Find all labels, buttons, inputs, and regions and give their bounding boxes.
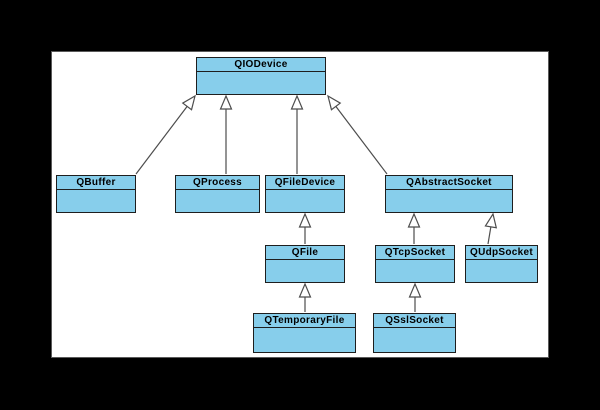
class-name-label: QUdpSocket [466, 246, 537, 260]
class-box-qbuffer: QBuffer [56, 175, 136, 213]
class-name-label: QBuffer [57, 176, 135, 190]
class-box-qsslsocket: QSslSocket [373, 313, 456, 353]
class-box-qtemporaryfile: QTemporaryFile [253, 313, 356, 353]
class-box-qprocess: QProcess [175, 175, 260, 213]
class-box-qiodevice: QIODevice [196, 57, 326, 95]
class-box-qfile: QFile [265, 245, 345, 283]
class-name-label: QAbstractSocket [386, 176, 512, 190]
class-box-qabstractsocket: QAbstractSocket [385, 175, 513, 213]
class-box-qtcpsocket: QTcpSocket [375, 245, 455, 283]
class-name-label: QTcpSocket [376, 246, 454, 260]
class-name-label: QIODevice [197, 58, 325, 72]
class-name-label: QSslSocket [374, 314, 455, 328]
class-name-label: QFileDevice [266, 176, 344, 190]
class-box-qfiledevice: QFileDevice [265, 175, 345, 213]
class-box-qudpsocket: QUdpSocket [465, 245, 538, 283]
class-name-label: QFile [266, 246, 344, 260]
class-name-label: QTemporaryFile [254, 314, 355, 328]
class-name-label: QProcess [176, 176, 259, 190]
